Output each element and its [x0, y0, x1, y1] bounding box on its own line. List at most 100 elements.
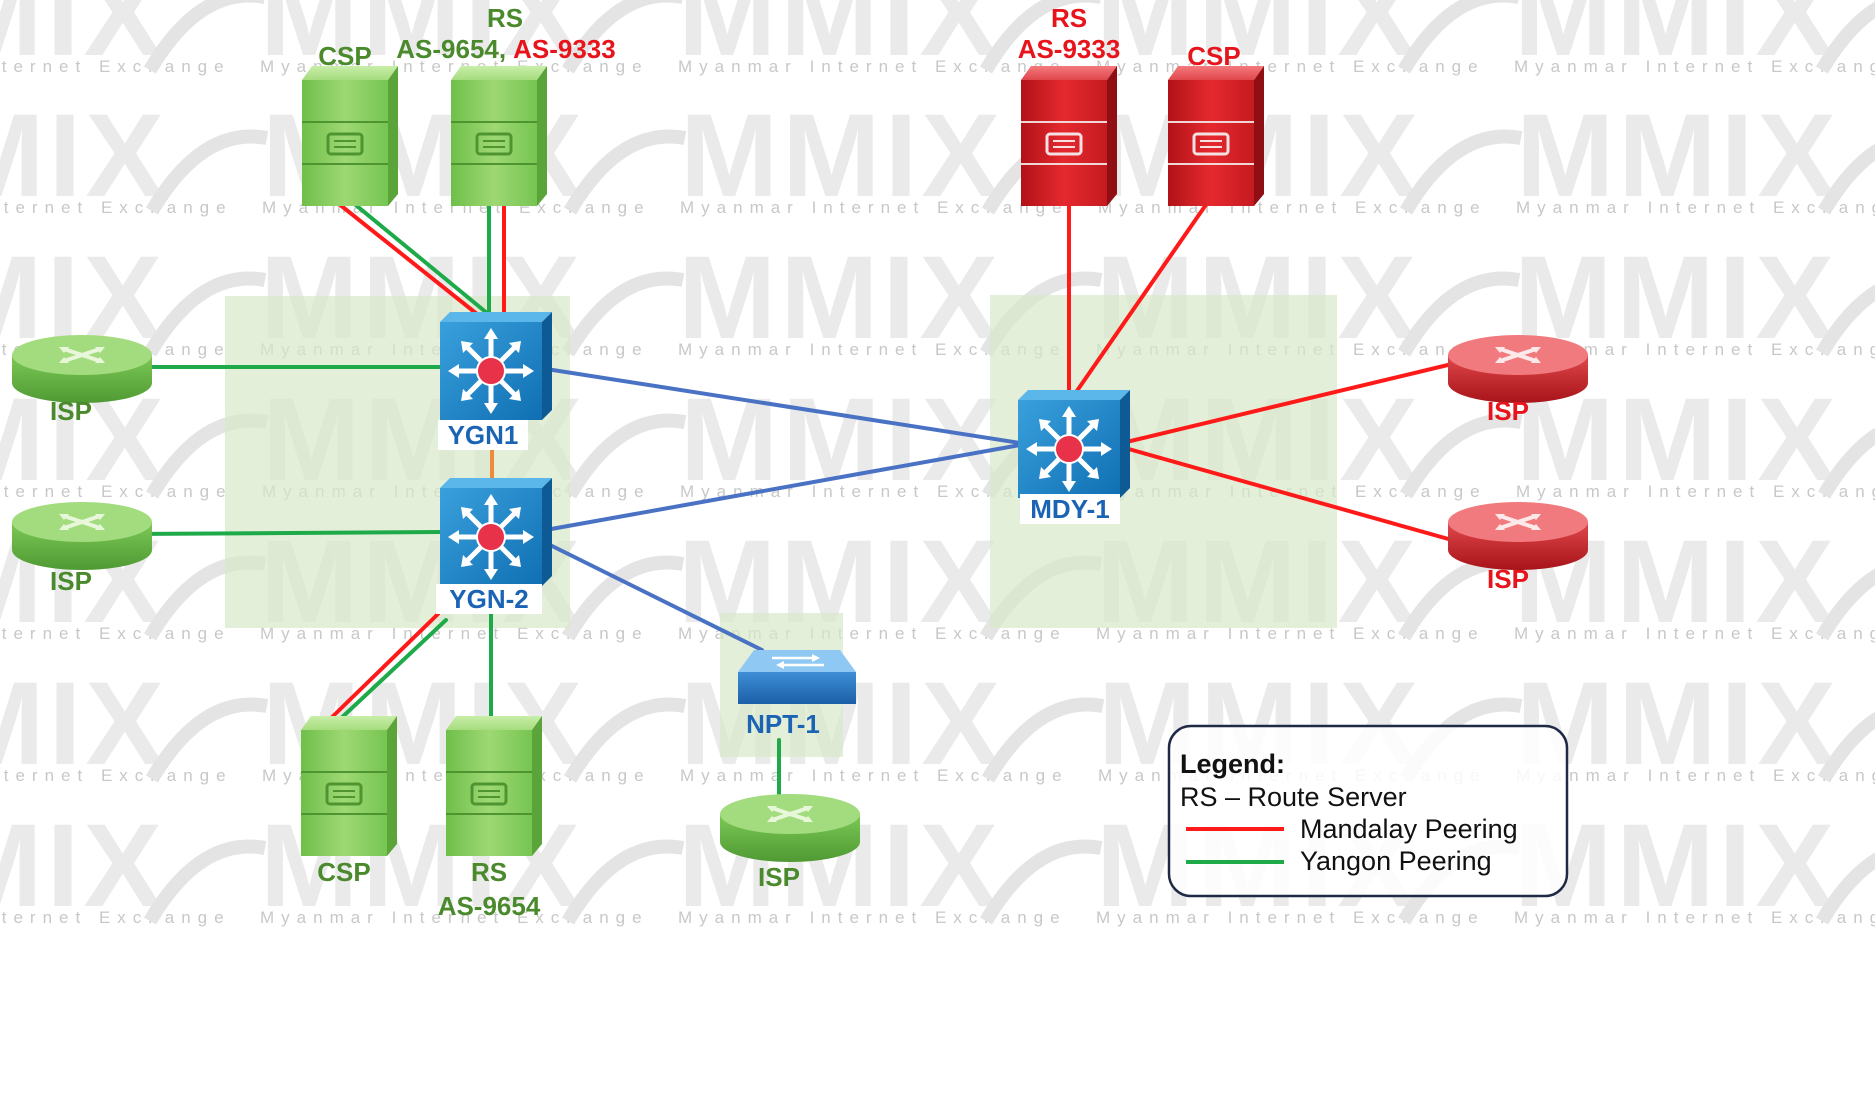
legend-rs-definition: RS – Route Server [1180, 782, 1407, 812]
layer3-switch-icon [1018, 390, 1130, 498]
link-mdy1-isp1 [1116, 362, 1454, 446]
layer2-switch-icon [736, 648, 858, 706]
server-icon [1019, 64, 1119, 208]
server-icon [1166, 64, 1266, 208]
watermark-brand: MMIX [0, 0, 166, 81]
rs-top-as-green: AS-9654, [396, 34, 506, 64]
link-csp-top-ygn1-yangon [344, 195, 495, 320]
watermark-tagline: Myanmar Internet Exchange [1096, 624, 1485, 643]
legend: Legend: RS – Route Server Mandalay Peeri… [1167, 724, 1569, 898]
watermark-brand: MMIX [1516, 658, 1840, 790]
watermark-brand: MMIX [0, 658, 168, 790]
layer3-switch-icon [440, 312, 552, 420]
watermark-tagline: Myanmar Internet Exchange [1516, 198, 1875, 217]
link-ygn1-mdy1 [538, 366, 1022, 445]
router-icon [10, 500, 154, 572]
watermark-brand: MMIX [0, 90, 168, 222]
mdy-rs-title: RS [1051, 3, 1087, 33]
ygn2-label-bg [436, 584, 542, 614]
isp-1-label: ISP [50, 396, 92, 426]
server-icon [449, 64, 549, 208]
mdy-rs-as: AS-9333 [1018, 34, 1121, 64]
watermark-tagline: Myanmar Internet Exchange [0, 482, 233, 501]
router-icon [718, 792, 862, 864]
link-ygn2-csp-bottom-yangon [335, 618, 448, 724]
watermark-tagline: Myanmar Internet Exchange [680, 766, 1069, 785]
watermark-tagline: Myanmar Internet Exchange [680, 482, 1069, 501]
server-icon [444, 714, 544, 858]
mdy-csp-label: CSP [1187, 41, 1240, 71]
watermark-tagline: Myanmar Internet Exchange [0, 57, 231, 76]
legend-mandalay-label: Mandalay Peering [1300, 814, 1518, 844]
mdy1-label-bg [1020, 494, 1120, 524]
legend-box [1167, 724, 1569, 898]
rs-bottom-title: RS [471, 857, 507, 887]
watermark-tagline: Myanmar Internet Exchange [0, 908, 231, 927]
watermark-tagline: Myanmar Internet Exchange [1098, 198, 1487, 217]
link-csp-top-ygn1-mandalay [332, 198, 489, 324]
watermark-brand: MMIX [678, 0, 1002, 81]
layer3-switch-icon [440, 478, 552, 586]
mdy1-label: MDY-1 [1030, 494, 1109, 524]
server-icon [300, 64, 400, 208]
rs-top-title: RS [487, 3, 523, 33]
legend-title: Legend: [1180, 749, 1285, 779]
link-layer [128, 194, 1454, 798]
ygn1-label-bg [438, 420, 528, 450]
rs-top-as-red: AS-9333 [513, 34, 616, 64]
watermark-tagline: Myanmar Internet Exchange [1516, 766, 1875, 785]
link-ygn2-mdy1 [538, 443, 1022, 533]
router-icon [1446, 333, 1590, 405]
link-ygn2-csp-bottom-mandalay [325, 612, 440, 724]
rs-top-as: AS-9654,AS-9333 [396, 34, 615, 64]
watermark-tagline: Myanmar Internet Exchange [1514, 340, 1875, 359]
watermark-tagline: Myanmar Internet Exchange [678, 340, 1067, 359]
ygn1-label: YGN1 [448, 420, 519, 450]
watermark-tagline: Myanmar Internet Exchange [260, 908, 649, 927]
legend-yangon-label: Yangon Peering [1300, 846, 1492, 876]
watermark-tagline: Myanmar Internet Exchange [678, 908, 1067, 927]
router-icon [10, 333, 154, 405]
watermark-brand: MMIX [1516, 90, 1840, 222]
router-icon [1446, 500, 1590, 572]
watermark-tagline: Myanmar Internet Exchange [0, 198, 233, 217]
ygn2-label: YGN-2 [449, 584, 528, 614]
watermark-tagline: Myanmar Internet Exchange [1514, 624, 1875, 643]
csp-top-label: CSP [318, 41, 371, 71]
watermark-tagline: Myanmar Internet Exchange [680, 198, 1069, 217]
watermark-tagline: Myanmar Internet Exchange [678, 57, 1067, 76]
csp-bottom-label: CSP [317, 857, 370, 887]
watermark-tagline: Myanmar Internet Exchange [260, 624, 649, 643]
watermark-brand: MMIX [680, 374, 1004, 506]
watermark-tagline: Myanmar Internet Exchange [1096, 908, 1485, 927]
watermark-tagline: Myanmar Internet Exchange [1514, 57, 1875, 76]
server-icon [299, 714, 399, 858]
link-mdy1-isp2 [1116, 444, 1454, 542]
watermark-tagline: Myanmar Internet Exchange [0, 766, 233, 785]
npt-isp-label: ISP [758, 862, 800, 892]
link-mdy-csp-mdy1 [1070, 194, 1214, 400]
watermark-tagline: Myanmar Internet Exchange [1096, 57, 1485, 76]
watermark-brand: MMIX [678, 232, 1002, 364]
mdy-isp-2-label: ISP [1487, 564, 1529, 594]
watermark-brand: MMIX [1514, 0, 1838, 81]
link-ygn2-npt1 [538, 538, 764, 652]
